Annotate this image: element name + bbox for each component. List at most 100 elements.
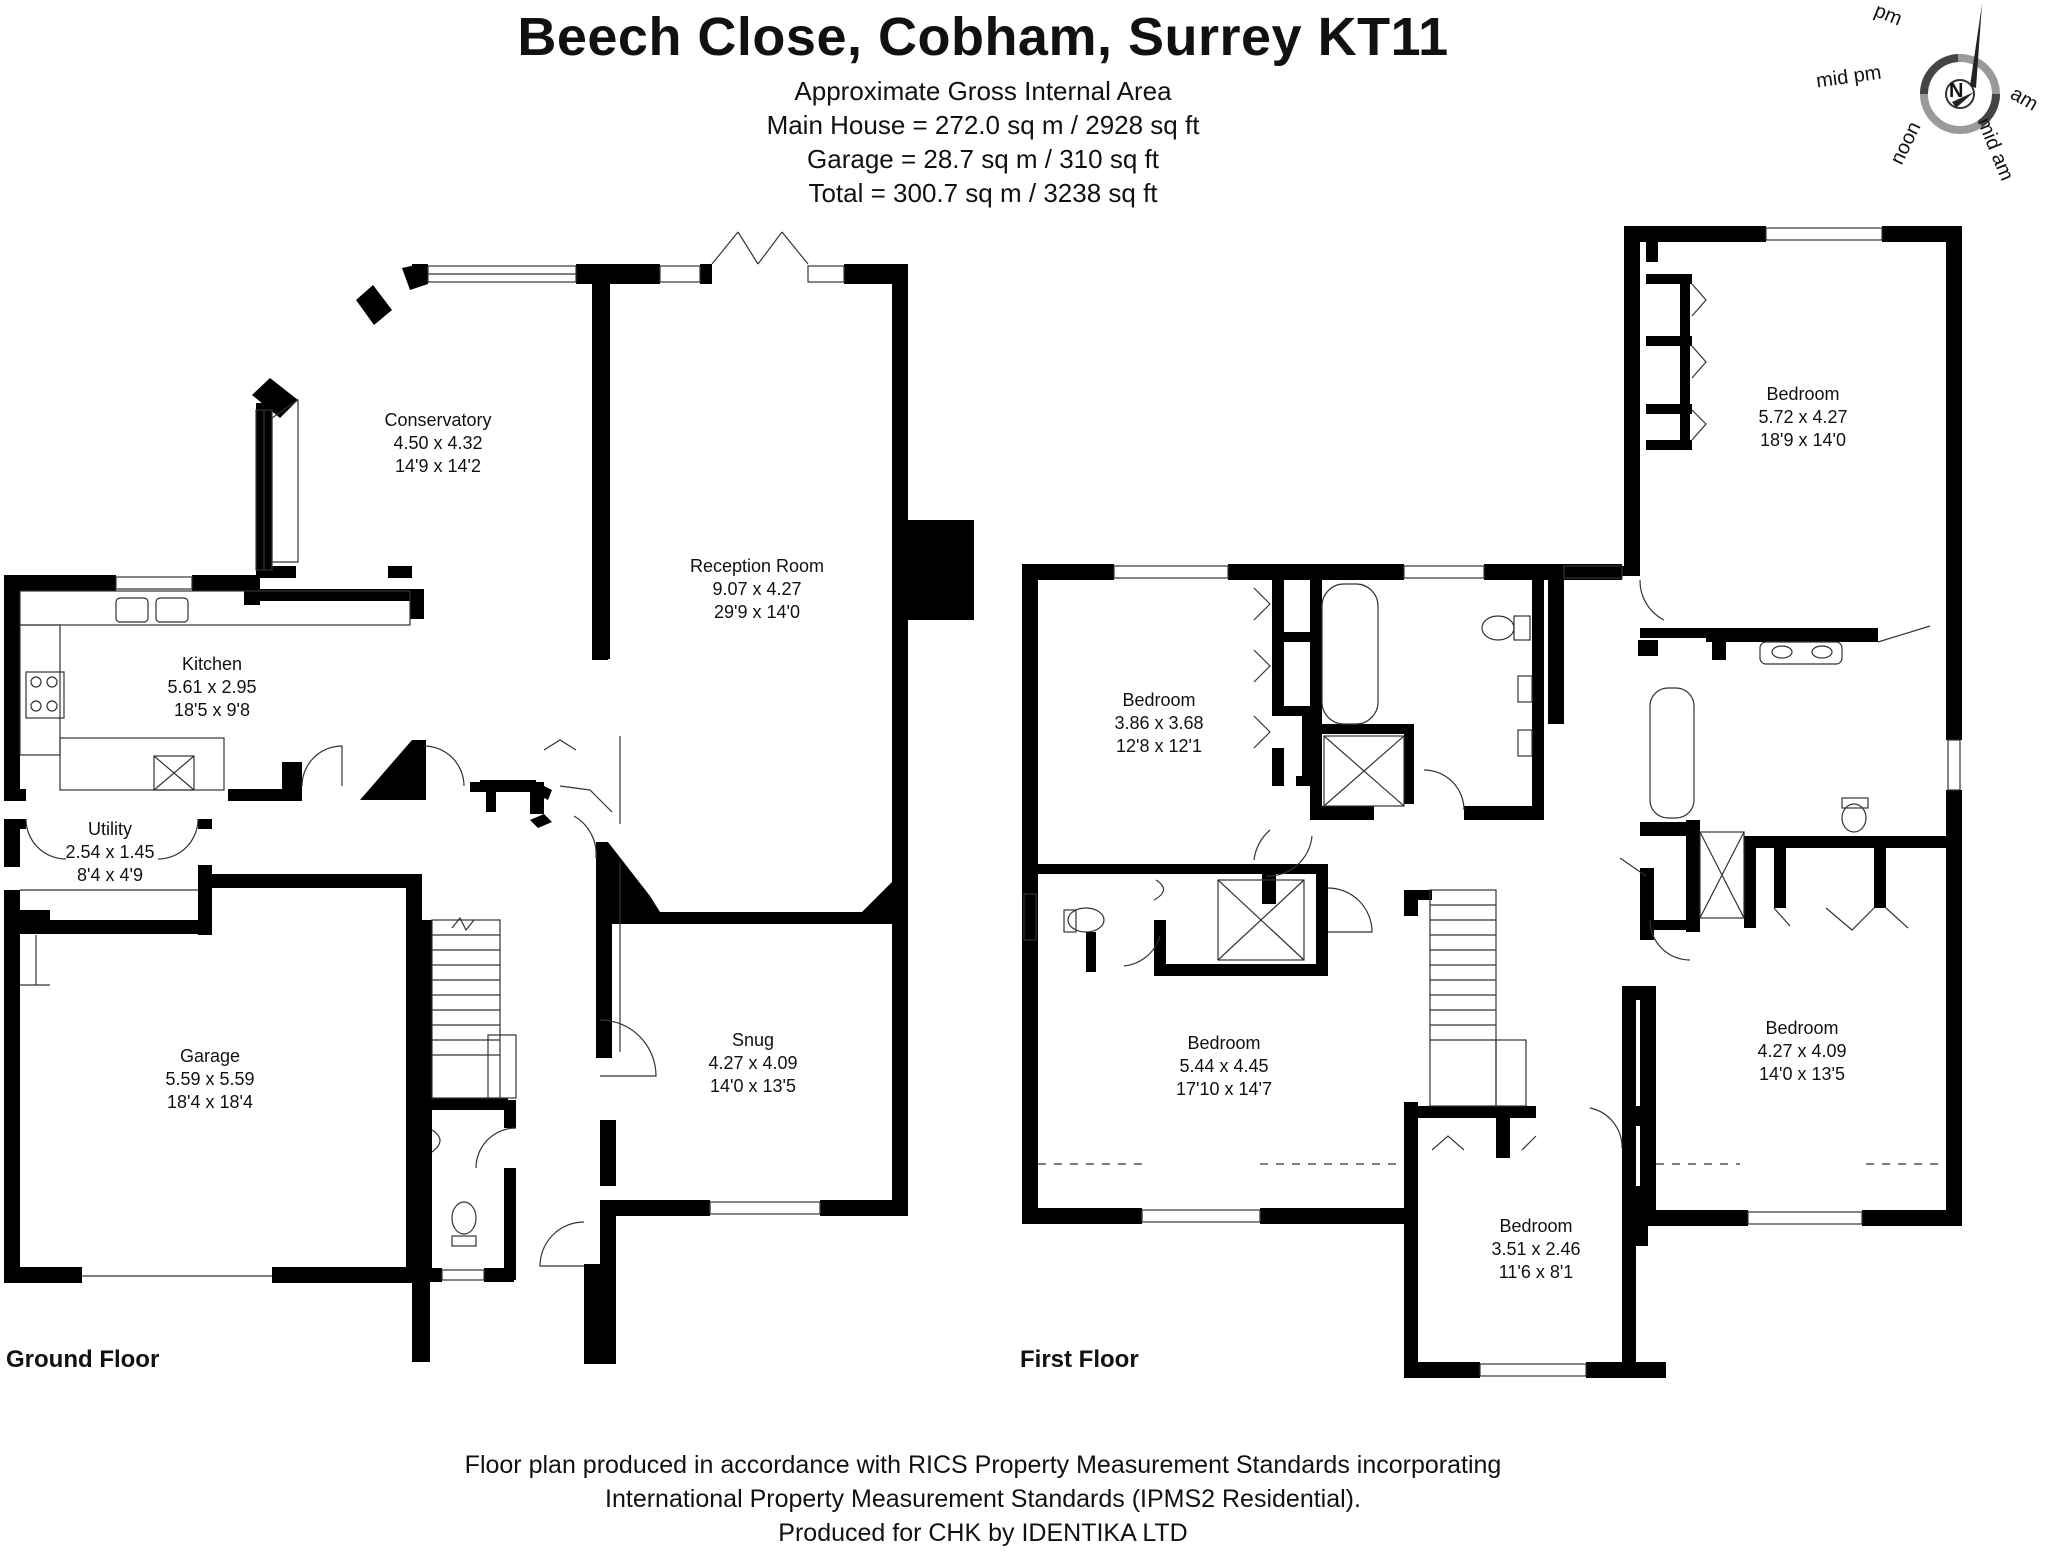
- wall: [1640, 986, 1656, 1210]
- wall: [1272, 632, 1312, 642]
- wall: [1310, 724, 1414, 734]
- wall: [1228, 564, 1404, 580]
- wall: [1640, 868, 1654, 920]
- wall: [1532, 580, 1544, 820]
- wall: [1404, 1210, 1418, 1378]
- wall: [1686, 820, 1700, 932]
- wall: [1680, 284, 1690, 444]
- wall: [1882, 226, 1962, 242]
- wall: [420, 1098, 508, 1110]
- wall: [1310, 580, 1322, 810]
- wall: [4, 819, 20, 867]
- room-imperial: 8'4 x 4'9: [77, 865, 143, 885]
- footer-line: International Property Measurement Stand…: [605, 1485, 1361, 1513]
- wall: [1622, 986, 1636, 1110]
- wall: [584, 1264, 600, 1364]
- room-metric: 5.72 x 4.27: [1758, 407, 1848, 427]
- room-bedroom-2: Bedroom 3.86 x 3.68 12'8 x 12'1: [1114, 689, 1203, 758]
- room-bedroom-3: Bedroom 5.44 x 4.45 17'10 x 14'7: [1176, 1032, 1272, 1101]
- wall: [1154, 920, 1166, 976]
- room-imperial: 11'6 x 8'1: [1498, 1262, 1574, 1282]
- wall: [1310, 806, 1374, 820]
- wall: [1874, 848, 1886, 908]
- area-summary: Approximate Gross Internal Area Main Hou…: [0, 74, 1966, 210]
- wall: [1706, 628, 1878, 642]
- wall: [1404, 1102, 1418, 1224]
- window: [115, 576, 193, 590]
- wall: [1272, 748, 1284, 786]
- room-imperial: 14'9 x 14'2: [395, 456, 481, 476]
- ground-floor-label: Ground Floor: [6, 1346, 160, 1373]
- wall: [1744, 836, 1962, 848]
- wall: [198, 819, 212, 829]
- wall: [1646, 242, 1658, 262]
- window: [271, 398, 299, 563]
- window: [1747, 1211, 1863, 1225]
- page-title: Beech Close, Cobham, Surrey KT11: [517, 7, 1449, 67]
- window: [1023, 893, 1037, 941]
- wall: [1464, 806, 1542, 820]
- wall: [1640, 822, 1696, 836]
- footer-line: Floor plan produced in accordance with R…: [464, 1451, 1502, 1479]
- wall: [388, 566, 412, 578]
- area-line: Garage = 28.7 sq m / 310 sq ft: [807, 144, 1159, 174]
- wall: [410, 589, 424, 619]
- room-metric: 2.54 x 1.45: [65, 842, 155, 862]
- wall: [592, 264, 660, 284]
- wall: [504, 1168, 516, 1280]
- compass-north-label: N: [1949, 80, 1964, 102]
- room-name: Utility: [87, 819, 132, 839]
- wall: [1404, 1362, 1480, 1378]
- footer-notes: Floor plan produced in accordance with R…: [0, 1448, 1966, 1550]
- wall: [418, 920, 432, 1100]
- area-line: Approximate Gross Internal Area: [794, 76, 1172, 106]
- room-metric: 5.59 x 5.59: [165, 1069, 255, 1089]
- wall: [272, 1267, 422, 1283]
- wall: [4, 575, 20, 801]
- room-conservatory: Conservatory 4.50 x 4.32 14'9 x 14'2: [384, 409, 491, 478]
- wall: [1086, 932, 1096, 972]
- room-imperial: 17'10 x 14'7: [1176, 1079, 1272, 1099]
- wall: [412, 740, 426, 800]
- wall: [1640, 628, 1724, 638]
- window: [807, 265, 845, 283]
- wall: [1862, 1210, 1962, 1226]
- room-imperial: 18'4 x 18'4: [167, 1092, 253, 1112]
- wall: [1260, 1208, 1418, 1224]
- window: [441, 1269, 485, 1281]
- wall: [244, 589, 424, 601]
- room-metric: 5.44 x 4.45: [1179, 1056, 1269, 1076]
- room-imperial: 29'9 x 14'0: [714, 602, 800, 622]
- wall: [1154, 964, 1328, 976]
- wall: [1272, 706, 1312, 716]
- wall: [862, 874, 908, 912]
- room-name: Reception Room: [689, 556, 825, 576]
- wall: [1624, 226, 1640, 566]
- wall: [486, 782, 496, 812]
- compass-icon: [1919, 4, 2001, 134]
- wall: [536, 784, 552, 800]
- wall: [604, 284, 610, 659]
- room-bedroom-1: Bedroom 5.72 x 4.27 18'9 x 14'0: [1758, 383, 1847, 452]
- wall: [420, 1098, 432, 1268]
- wall: [1404, 724, 1414, 804]
- area-line: Total = 300.7 sq m / 3238 sq ft: [808, 178, 1158, 208]
- room-metric: 5.61 x 2.95: [167, 677, 257, 697]
- wall: [282, 762, 302, 800]
- wall: [256, 566, 296, 578]
- wall: [1316, 864, 1328, 976]
- wall: [1646, 440, 1692, 450]
- wall: [530, 814, 552, 828]
- wall: [1496, 1106, 1510, 1158]
- wall: [1404, 890, 1418, 916]
- wall: [1646, 336, 1692, 346]
- wall: [356, 285, 392, 325]
- wall: [420, 1268, 442, 1282]
- wall: [1022, 1208, 1142, 1224]
- wall: [1272, 580, 1284, 708]
- wall: [908, 520, 974, 620]
- window: [659, 265, 701, 283]
- room-name: Bedroom: [1766, 384, 1840, 404]
- room-reception: Reception Room 9.07 x 4.27 29'9 x 14'0: [690, 555, 824, 624]
